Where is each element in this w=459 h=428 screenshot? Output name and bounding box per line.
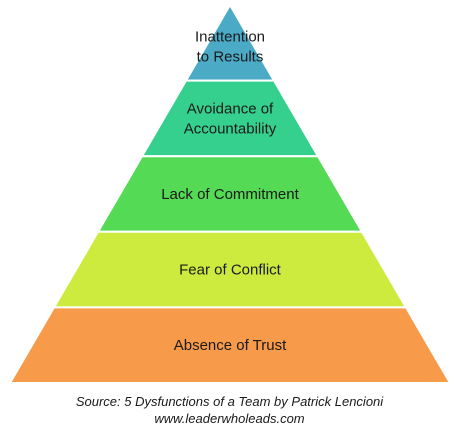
tier-label-avoidance-of-accountability-line-1: Avoidance of bbox=[187, 100, 274, 117]
tier-label-lack-of-commitment: Lack of Commitment bbox=[161, 186, 299, 203]
tier-label-inattention-to-results-line-1: Inattention bbox=[195, 29, 265, 46]
tier-label-fear-of-conflict: Fear of Conflict bbox=[179, 262, 282, 279]
tier-label-avoidance-of-accountability-line-2: Accountability bbox=[184, 120, 277, 137]
tier-label-inattention-to-results-line-2: to Results bbox=[197, 49, 264, 66]
tier-label-absence-of-trust: Absence of Trust bbox=[174, 337, 287, 354]
source-url: www.leaderwholeads.com bbox=[154, 411, 305, 426]
tier-avoidance-of-accountability bbox=[140, 79, 320, 158]
source-caption: Source: 5 Dysfunctions of a Team by Patr… bbox=[75, 394, 384, 409]
tier-absence-of-trust bbox=[8, 306, 452, 384]
